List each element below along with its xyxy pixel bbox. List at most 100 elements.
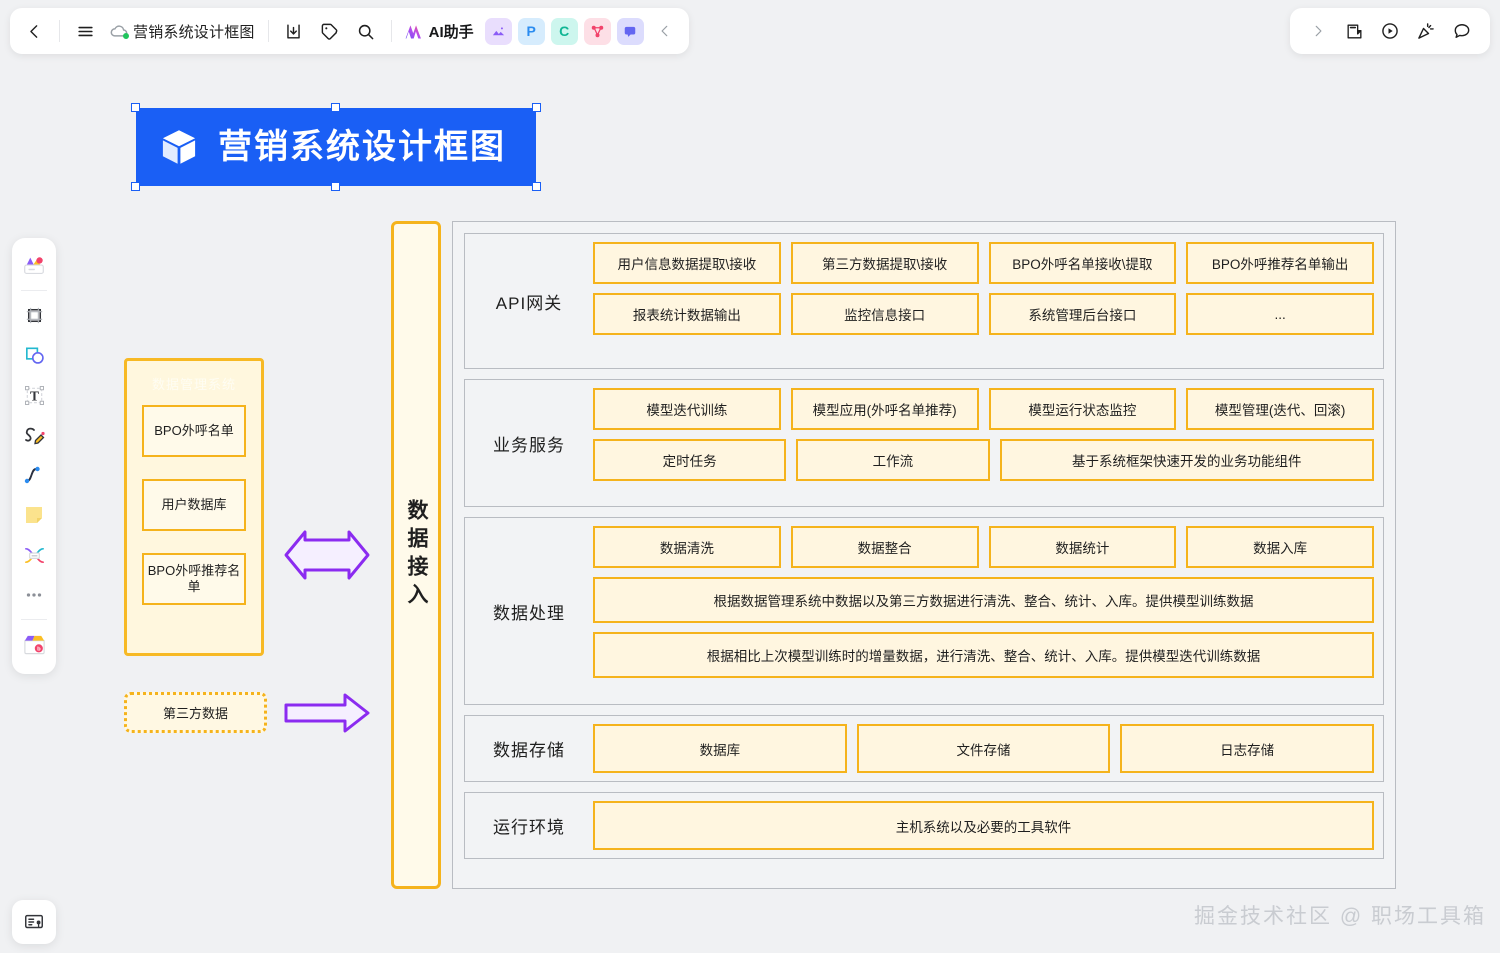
slide-board-icon bbox=[25, 914, 43, 929]
bidirectional-arrow[interactable] bbox=[283, 528, 371, 582]
toolbar-divider-2 bbox=[267, 20, 269, 42]
megaphone-icon[interactable] bbox=[1408, 13, 1444, 49]
left-tool-rail: T bbox=[12, 238, 56, 674]
back-button[interactable] bbox=[16, 13, 52, 49]
layer-label: 业务服务 bbox=[493, 435, 565, 455]
layer-row: 主机系统以及必要的工具软件 bbox=[593, 801, 1374, 850]
text-tool[interactable]: T bbox=[16, 375, 52, 415]
layer-cell[interactable]: 用户信息数据提取\接收 bbox=[593, 242, 781, 284]
layer-cell[interactable]: 数据统计 bbox=[988, 526, 1177, 568]
source-box[interactable]: BPO外呼推荐名单 bbox=[142, 553, 246, 605]
layer-cell[interactable]: 定时任务 bbox=[593, 439, 787, 481]
layer-cell[interactable]: 系统管理后台接口 bbox=[988, 293, 1177, 335]
selection-handle-bl[interactable] bbox=[131, 182, 140, 191]
layer-cell[interactable]: 报表统计数据输出 bbox=[593, 293, 781, 335]
source-box[interactable]: BPO外呼名单 bbox=[142, 405, 246, 457]
frame-tool[interactable] bbox=[16, 295, 52, 335]
layer-api-gateway: API网关 用户信息数据提取\接收 第三方数据提取\接收 BPO外呼名单接收\提… bbox=[464, 233, 1384, 369]
comment-app-icon[interactable] bbox=[616, 17, 644, 45]
layer-row: 用户信息数据提取\接收 第三方数据提取\接收 BPO外呼名单接收\提取 BPO外… bbox=[593, 242, 1374, 284]
layer-cell[interactable]: 模型运行状态监控 bbox=[988, 388, 1177, 430]
data-ingest-column[interactable]: 数据接入 bbox=[391, 221, 441, 889]
selection-handle-tl[interactable] bbox=[131, 103, 140, 112]
layer-cell[interactable]: BPO外呼推荐名单输出 bbox=[1186, 242, 1374, 284]
layer-cell[interactable]: 工作流 bbox=[796, 439, 990, 481]
sticky-note-icon[interactable] bbox=[1336, 13, 1372, 49]
selection-handle-tm[interactable] bbox=[331, 103, 340, 112]
ppt-icon[interactable]: P bbox=[517, 17, 545, 45]
expand-panel-button[interactable] bbox=[1300, 13, 1336, 49]
shape-tool[interactable] bbox=[16, 335, 52, 375]
ai-sparkle-icon bbox=[405, 24, 421, 38]
layer-data-processing: 数据处理 数据清洗 数据整合 数据统计 数据入库 根据数据管理系统中数据以及第三… bbox=[464, 517, 1384, 705]
mindmap-tool[interactable] bbox=[16, 535, 52, 575]
main-toolbar: 营销系统设计框图 AI助手 bbox=[10, 8, 689, 54]
templates-tool[interactable] bbox=[16, 246, 52, 286]
toolbar-divider-1 bbox=[59, 20, 60, 42]
selection-handle-bm[interactable] bbox=[331, 182, 340, 191]
layer-cell[interactable]: 模型应用(外呼名单推荐) bbox=[790, 388, 979, 430]
data-source-group-label: 数据管理系统 bbox=[151, 377, 236, 392]
pen-tool[interactable] bbox=[16, 415, 52, 455]
title-banner[interactable]: 营销系统设计框图 bbox=[136, 108, 536, 186]
title-banner-wrapper[interactable]: 营销系统设计框图 bbox=[131, 103, 541, 191]
layer-label: 数据处理 bbox=[493, 603, 565, 623]
layer-cell[interactable]: ... bbox=[1186, 293, 1374, 335]
architecture-panel: API网关 用户信息数据提取\接收 第三方数据提取\接收 BPO外呼名单接收\提… bbox=[452, 221, 1396, 889]
play-circle-icon[interactable] bbox=[1372, 13, 1408, 49]
layer-data-storage: 数据存储 数据库 文件存储 日志存储 bbox=[464, 715, 1384, 782]
resources-tool[interactable]: b bbox=[16, 624, 52, 664]
flowchart-icon[interactable] bbox=[583, 17, 611, 45]
svg-text:b: b bbox=[37, 646, 41, 652]
layer-cell[interactable]: 数据整合 bbox=[790, 526, 979, 568]
layer-row: 定时任务 工作流 基于系统框架快速开发的业务功能组件 bbox=[593, 439, 1374, 481]
ai-assistant-label: AI助手 bbox=[428, 23, 474, 41]
selection-handle-tr[interactable] bbox=[532, 103, 541, 112]
layer-cell[interactable]: 数据清洗 bbox=[593, 526, 781, 568]
layer-cell[interactable]: 模型管理(迭代、回滚) bbox=[1186, 388, 1374, 430]
source-box[interactable]: 用户数据库 bbox=[142, 479, 246, 531]
layer-cell[interactable]: 日志存储 bbox=[1120, 724, 1375, 773]
layer-cell[interactable]: 数据库 bbox=[593, 724, 847, 773]
ai-image-icon[interactable] bbox=[484, 17, 512, 45]
right-toolbar bbox=[1290, 8, 1490, 54]
selection-handle-br[interactable] bbox=[532, 182, 541, 191]
layer-runtime-environment: 运行环境 主机系统以及必要的工具软件 bbox=[464, 792, 1384, 859]
more-tools[interactable] bbox=[16, 575, 52, 615]
hamburger-menu-icon[interactable] bbox=[67, 13, 103, 49]
layer-cell[interactable]: 基于系统框架快速开发的业务功能组件 bbox=[999, 439, 1374, 481]
data-ingest-label: 数据接入 bbox=[405, 499, 428, 611]
tag-icon[interactable] bbox=[312, 13, 348, 49]
rail-divider bbox=[21, 290, 47, 291]
mindmap-icon[interactable]: C bbox=[550, 17, 578, 45]
layer-cell[interactable]: 根据数据管理系统中数据以及第三方数据进行清洗、整合、统计、入库。提供模型训练数据 bbox=[593, 577, 1374, 623]
layer-label: 数据存储 bbox=[493, 741, 565, 760]
connector-tool[interactable] bbox=[16, 455, 52, 495]
layer-row: 根据数据管理系统中数据以及第三方数据进行清洗、整合、统计、入库。提供模型训练数据 bbox=[593, 577, 1374, 623]
data-source-group[interactable]: 数据管理系统 BPO外呼名单 用户数据库 BPO外呼推荐名单 bbox=[124, 358, 264, 656]
comment-bubble-icon[interactable] bbox=[1444, 13, 1480, 49]
layer-cell[interactable]: 第三方数据提取\接收 bbox=[790, 242, 979, 284]
cube-3d-icon bbox=[162, 130, 196, 164]
layer-cell[interactable]: 监控信息接口 bbox=[790, 293, 979, 335]
layer-row: 数据库 文件存储 日志存储 bbox=[593, 724, 1375, 773]
search-icon[interactable] bbox=[348, 13, 384, 49]
layer-cell[interactable]: 文件存储 bbox=[856, 724, 1111, 773]
ai-assistant-button[interactable]: AI助手 bbox=[399, 14, 482, 48]
layer-cell[interactable]: 数据入库 bbox=[1186, 526, 1374, 568]
collapse-apps-button[interactable] bbox=[647, 13, 683, 49]
layer-cell[interactable]: BPO外呼名单接收\提取 bbox=[988, 242, 1177, 284]
toolbar-divider-3 bbox=[390, 20, 392, 42]
banner-title-text: 营销系统设计框图 bbox=[218, 128, 506, 166]
layer-row: 数据清洗 数据整合 数据统计 数据入库 bbox=[593, 526, 1374, 568]
third-party-data-box[interactable]: 第三方数据 bbox=[124, 692, 267, 733]
single-arrow[interactable] bbox=[283, 692, 371, 734]
sticky-note-tool[interactable] bbox=[16, 495, 52, 535]
layer-cell[interactable]: 根据相比上次模型训练时的增量数据，进行清洗、整合、统计、入库。提供模型迭代训练数… bbox=[593, 632, 1374, 678]
download-icon[interactable] bbox=[276, 13, 312, 49]
layer-row: 模型迭代训练 模型应用(外呼名单推荐) 模型运行状态监控 模型管理(迭代、回滚) bbox=[593, 388, 1374, 430]
document-title[interactable]: 营销系统设计框图 bbox=[133, 23, 255, 41]
presentation-button[interactable] bbox=[12, 900, 56, 944]
layer-cell[interactable]: 模型迭代训练 bbox=[593, 388, 781, 430]
layer-cell[interactable]: 主机系统以及必要的工具软件 bbox=[593, 801, 1374, 850]
